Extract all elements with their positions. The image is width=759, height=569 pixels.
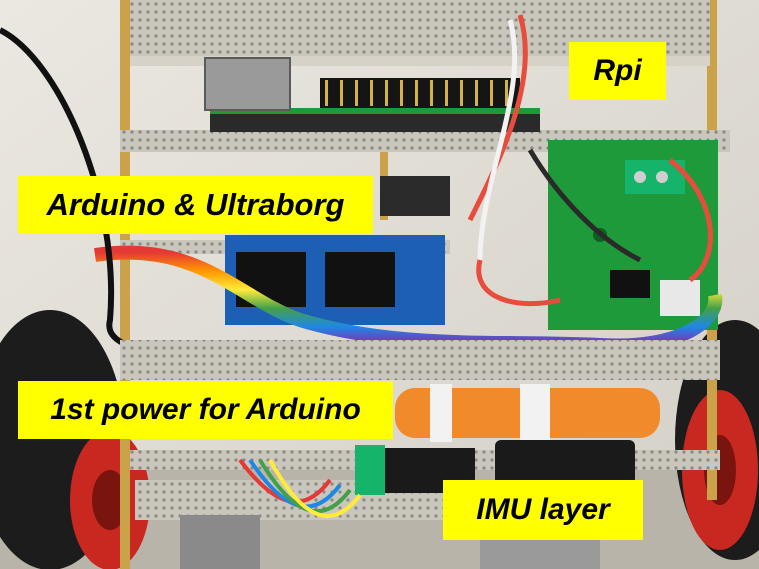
label-arduino-ultraborg: Arduino & Ultraborg <box>18 176 373 234</box>
label-power-for-arduino: 1st power for Arduino <box>18 381 393 439</box>
ethernet-port <box>204 57 291 111</box>
arduino-board <box>225 176 450 325</box>
label-imu-layer: IMU layer <box>443 480 643 540</box>
label-rpi: Rpi <box>569 42 666 100</box>
gpio-header <box>320 78 520 108</box>
power-plate <box>120 340 720 380</box>
dc-jack <box>355 440 635 495</box>
imu-wires <box>238 458 362 518</box>
battery-pack <box>395 384 660 442</box>
servo-board <box>548 140 718 330</box>
